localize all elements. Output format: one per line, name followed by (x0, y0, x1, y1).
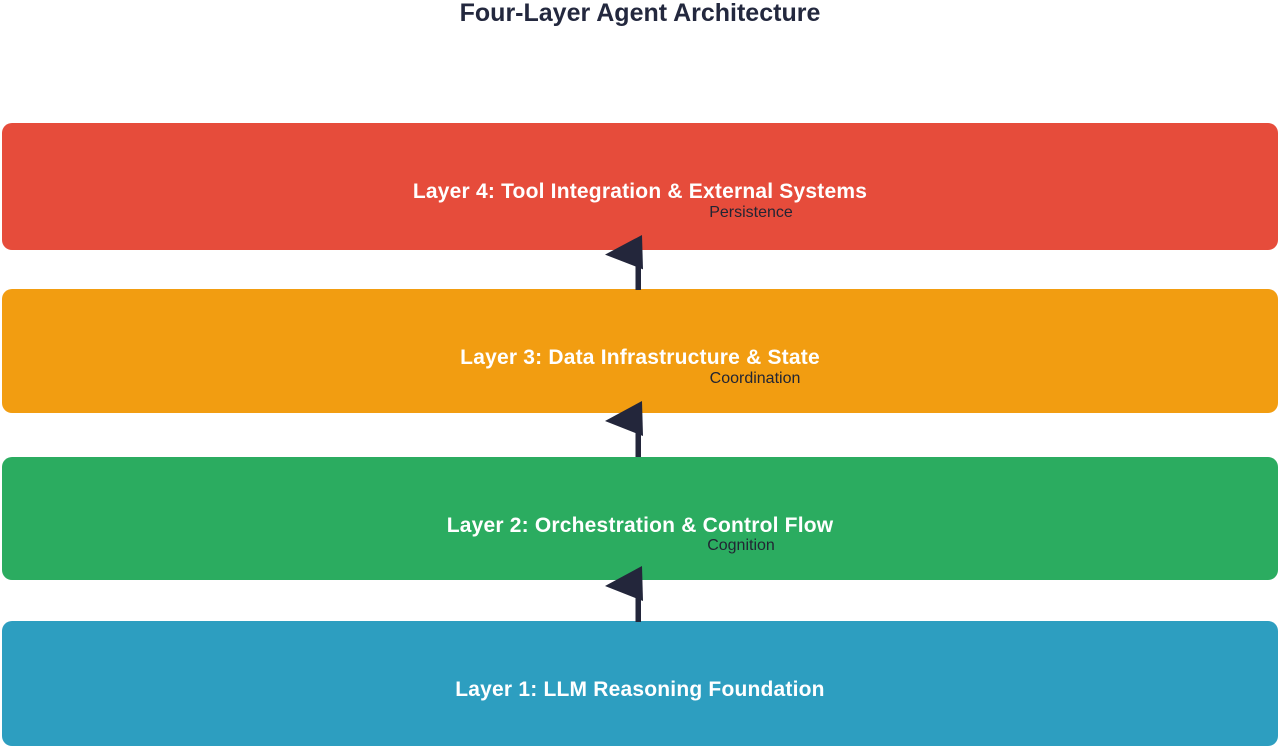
edge-label-coordination: Coordination (709, 370, 801, 387)
arrow-layer2-to-layer3-up-icon (600, 400, 648, 457)
arrow-layer3-to-layer4-up-icon (600, 234, 648, 290)
edge-label-cognition: Cognition (707, 537, 775, 554)
layer-3-label: Layer 3: Data Infrastructure & State (460, 346, 820, 369)
edge-label-persistence: Persistence (709, 204, 793, 221)
layer-2-bar: Layer 2: Orchestration & Control Flow (2, 457, 1278, 580)
layer-4-label: Layer 4: Tool Integration & External Sys… (412, 180, 868, 203)
layer-2-label: Layer 2: Orchestration & Control Flow (446, 514, 834, 537)
diagram-title: Four-Layer Agent Architecture (459, 0, 821, 27)
layer-4-bar: Layer 4: Tool Integration & External Sys… (2, 123, 1278, 250)
layer-1-label: Layer 1: LLM Reasoning Foundation (455, 678, 825, 701)
layer-3-bar: Layer 3: Data Infrastructure & State (2, 289, 1278, 413)
arrow-layer1-to-layer2-up-icon (600, 565, 648, 622)
layer-1-bar: Layer 1: LLM Reasoning Foundation (2, 621, 1278, 746)
